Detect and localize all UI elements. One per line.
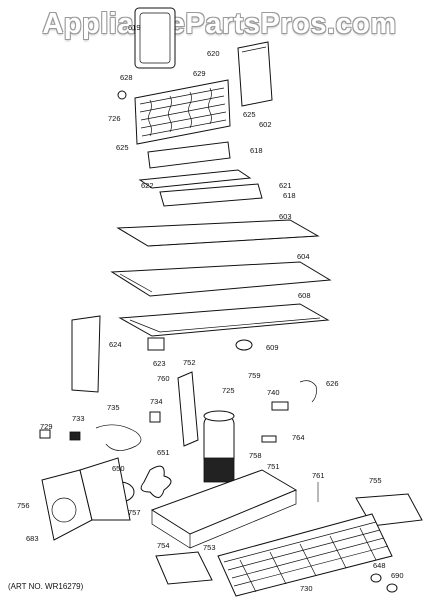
callout-label: 725 bbox=[222, 386, 235, 395]
callout-label: 756 bbox=[17, 501, 30, 510]
part-evaporator bbox=[117, 79, 231, 145]
callout-label: 603 bbox=[279, 212, 292, 221]
part-foot bbox=[386, 583, 398, 593]
part-clip bbox=[261, 435, 277, 443]
callout-label: 608 bbox=[298, 291, 311, 300]
callout-label: 620 bbox=[207, 49, 220, 58]
part-compressor bbox=[203, 410, 235, 483]
callout-label: 604 bbox=[297, 252, 310, 261]
callout-label: 623 bbox=[153, 359, 166, 368]
callout-label: 618 bbox=[250, 146, 263, 155]
callout-label: 758 bbox=[249, 451, 262, 460]
part-grommet bbox=[235, 339, 253, 351]
part-fan-blade bbox=[140, 465, 172, 498]
callout-label: 629 bbox=[193, 69, 206, 78]
callout-label: 753 bbox=[203, 543, 216, 552]
part-foot bbox=[370, 573, 382, 583]
callout-label: 740 bbox=[267, 388, 280, 397]
part-tray-608 bbox=[118, 303, 330, 337]
part-plate-754 bbox=[155, 551, 213, 585]
callout-label: 609 bbox=[266, 343, 279, 352]
part-channel bbox=[147, 141, 231, 169]
callout-label: 619 bbox=[128, 23, 141, 32]
part-evaporator-cover bbox=[237, 41, 273, 107]
callout-label: 683 bbox=[26, 534, 39, 543]
part-strip bbox=[159, 183, 263, 207]
callout-label: 625 bbox=[116, 143, 129, 152]
part-block bbox=[147, 337, 165, 351]
callout-label: 651 bbox=[157, 448, 170, 457]
part-condenser bbox=[217, 513, 393, 597]
callout-label: 761 bbox=[312, 471, 325, 480]
watermark: AppliancePartsPros.com bbox=[42, 8, 397, 40]
callout-label: 626 bbox=[326, 379, 339, 388]
callout-label: 690 bbox=[391, 571, 404, 580]
callout-label: 729 bbox=[40, 422, 53, 431]
callout-label: 764 bbox=[292, 433, 305, 442]
callout-label: 625 bbox=[243, 110, 256, 119]
callout-label: 760 bbox=[157, 374, 170, 383]
callout-label: 648 bbox=[373, 561, 386, 570]
part-bracket bbox=[177, 371, 199, 447]
callout-label: 733 bbox=[72, 414, 85, 423]
callout-label: 628 bbox=[120, 73, 133, 82]
callout-label: 618 bbox=[283, 191, 296, 200]
callout-label: 624 bbox=[109, 340, 122, 349]
callout-label: 754 bbox=[157, 541, 170, 550]
callout-label: 751 bbox=[267, 462, 280, 471]
art-number: (ART NO. WR16279) bbox=[8, 582, 84, 591]
part-relay bbox=[271, 401, 289, 411]
part-plug bbox=[39, 429, 51, 439]
callout-label: 735 bbox=[107, 403, 120, 412]
callout-label: 734 bbox=[150, 397, 163, 406]
part-overload bbox=[149, 411, 161, 423]
part-tube bbox=[299, 380, 317, 403]
part-wire-harness bbox=[95, 424, 142, 451]
callout-label: 650 bbox=[112, 464, 125, 473]
callout-label: 757 bbox=[128, 508, 141, 517]
part-door-panel bbox=[134, 7, 176, 69]
callout-label: 622 bbox=[141, 181, 154, 190]
callout-label: 752 bbox=[183, 358, 196, 367]
callout-label: 621 bbox=[279, 181, 292, 190]
part-connector bbox=[69, 431, 81, 441]
callout-label: 730 bbox=[300, 584, 313, 593]
callout-label: 602 bbox=[259, 120, 272, 129]
callout-label: 759 bbox=[248, 371, 261, 380]
part-heater-plate bbox=[138, 169, 252, 189]
part-tray-604 bbox=[110, 261, 332, 297]
callout-label: 726 bbox=[108, 114, 121, 123]
part-shroud-plate bbox=[79, 457, 131, 521]
callout-label: 755 bbox=[369, 476, 382, 485]
part-duct bbox=[71, 315, 101, 393]
